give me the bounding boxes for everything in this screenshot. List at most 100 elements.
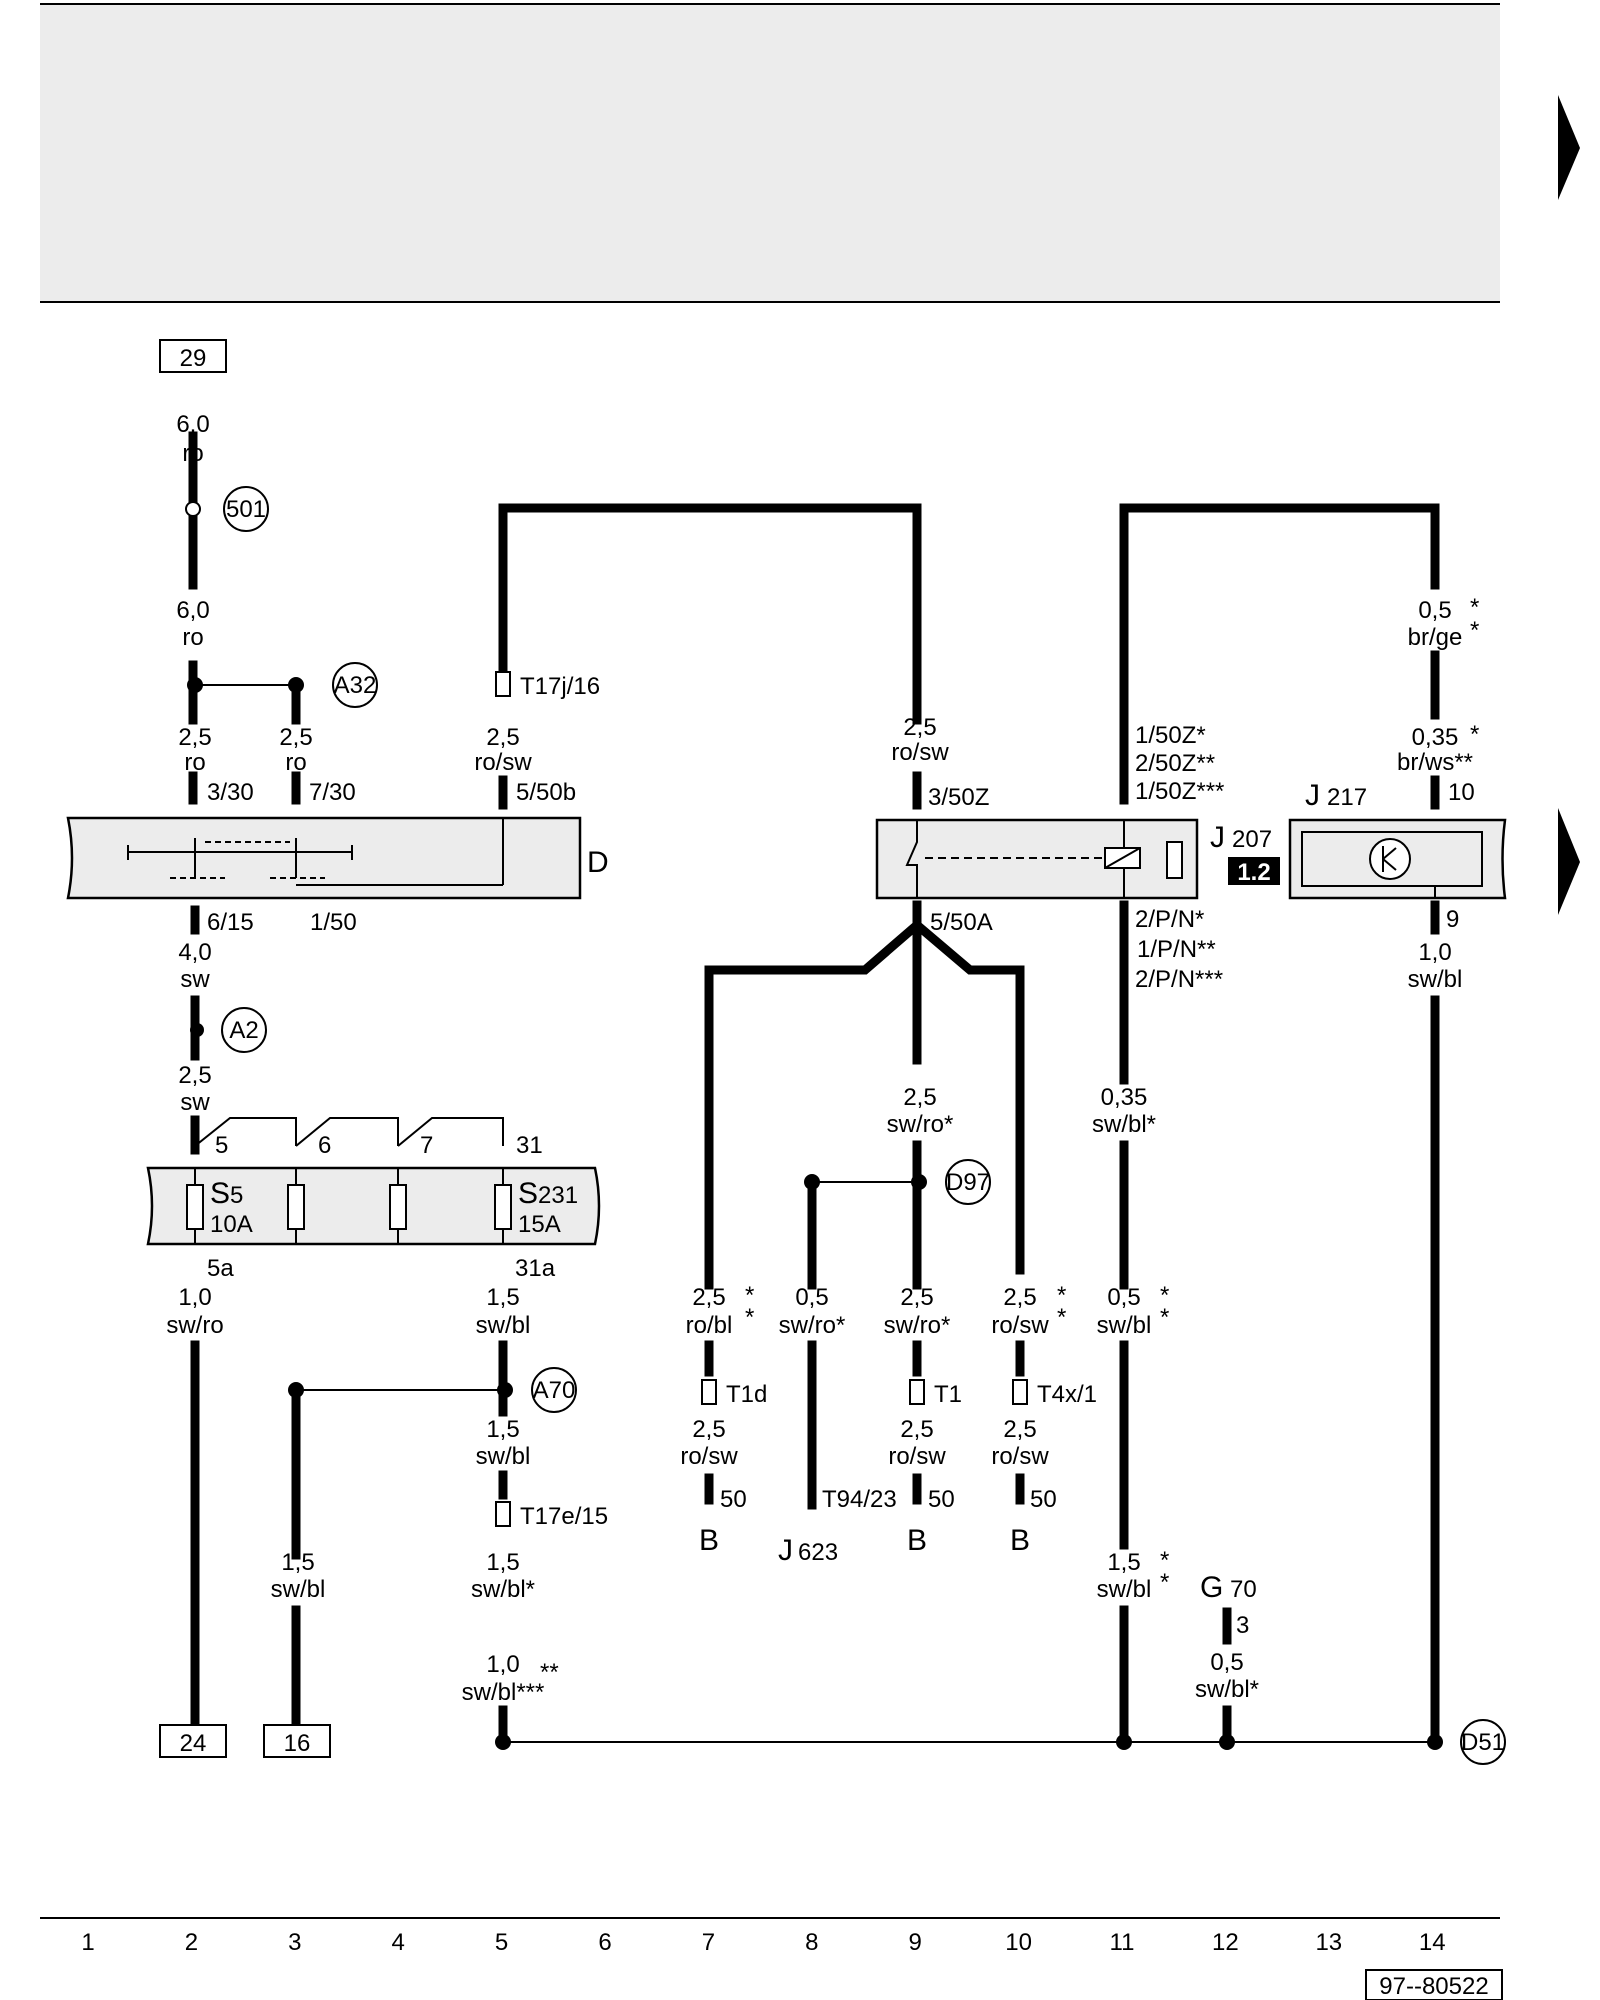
svg-text:1,5: 1,5 xyxy=(486,1549,519,1576)
svg-text:5: 5 xyxy=(230,1182,243,1209)
T17e-connector xyxy=(495,1501,511,1527)
svg-text:0,5: 0,5 xyxy=(1210,1649,1243,1676)
svg-text:7: 7 xyxy=(420,1132,433,1159)
svg-text:A70: A70 xyxy=(533,1377,576,1404)
svg-text:2,5: 2,5 xyxy=(900,1284,933,1311)
svg-text:T17e/15: T17e/15 xyxy=(520,1503,608,1530)
svg-text:D51: D51 xyxy=(1461,1729,1505,1756)
svg-text:50: 50 xyxy=(720,1486,747,1513)
column-number: 8 xyxy=(805,1929,818,1956)
column-number: 5 xyxy=(495,1929,508,1956)
column-number: 9 xyxy=(909,1929,922,1956)
svg-text:2/P/N***: 2/P/N*** xyxy=(1135,966,1223,993)
svg-text:1,5: 1,5 xyxy=(486,1416,519,1443)
column-number: 1 xyxy=(81,1929,94,1956)
svg-text:4,0: 4,0 xyxy=(178,939,211,966)
svg-text:ro: ro xyxy=(285,749,306,776)
column-number: 11 xyxy=(1110,1929,1135,1956)
svg-text:50: 50 xyxy=(1030,1486,1057,1513)
svg-text:7/30: 7/30 xyxy=(309,779,356,806)
connector-A2 xyxy=(221,1007,267,1053)
svg-text:T4x/1: T4x/1 xyxy=(1037,1381,1097,1408)
svg-text:sw/bl: sw/bl xyxy=(1097,1576,1152,1603)
svg-text:1,5: 1,5 xyxy=(486,1284,519,1311)
svg-text:sw/bl: sw/bl xyxy=(1408,966,1463,993)
fuse-holder xyxy=(146,1166,601,1246)
component-D-label: D xyxy=(587,846,609,879)
doc-id: 97--80522 xyxy=(1379,1973,1488,2000)
svg-text:sw/ro: sw/ro xyxy=(166,1312,223,1339)
svg-text:2,5: 2,5 xyxy=(903,714,936,741)
svg-text:6,0: 6,0 xyxy=(176,597,209,624)
svg-text:ro/sw: ro/sw xyxy=(474,749,532,776)
svg-text:**: ** xyxy=(540,1659,559,1686)
svg-text:9: 9 xyxy=(1446,906,1459,933)
terminal-29 xyxy=(159,339,227,373)
svg-text:*: * xyxy=(1057,1282,1066,1309)
svg-text:3/30: 3/30 xyxy=(207,779,254,806)
terminal-24 xyxy=(159,1724,227,1758)
svg-text:sw/bl: sw/bl xyxy=(271,1576,326,1603)
svg-text:sw/bl*: sw/bl* xyxy=(1195,1676,1259,1703)
svg-text:T94/23: T94/23 xyxy=(822,1486,897,1513)
connector-A32 xyxy=(332,662,378,708)
svg-text:0,5: 0,5 xyxy=(1418,597,1451,624)
svg-text:2/P/N*: 2/P/N* xyxy=(1135,906,1204,933)
svg-text:ro: ro xyxy=(182,440,203,467)
svg-text:B: B xyxy=(907,1524,927,1557)
column-number: 12 xyxy=(1212,1929,1239,1956)
svg-text:5: 5 xyxy=(215,1132,228,1159)
svg-text:*: * xyxy=(1470,594,1479,621)
svg-text:sw/bl*: sw/bl* xyxy=(1092,1111,1156,1138)
column-number: 7 xyxy=(702,1929,715,1956)
svg-text:*: * xyxy=(1160,1304,1169,1331)
svg-text:S: S xyxy=(518,1177,538,1210)
svg-text:sw: sw xyxy=(180,966,210,993)
svg-text:1/50Z*: 1/50Z* xyxy=(1135,722,1206,749)
svg-text:*: * xyxy=(1470,721,1479,748)
svg-text:br/ge: br/ge xyxy=(1408,624,1463,651)
svg-text:2,5: 2,5 xyxy=(178,724,211,751)
svg-text:70: 70 xyxy=(1230,1576,1257,1603)
svg-text:A2: A2 xyxy=(229,1017,258,1044)
svg-text:ro/sw: ro/sw xyxy=(888,1443,946,1470)
svg-text:T1d: T1d xyxy=(726,1381,767,1408)
svg-text:5a: 5a xyxy=(207,1255,234,1282)
page-ref-badge xyxy=(1228,857,1280,885)
svg-text:31: 31 xyxy=(516,1132,543,1159)
continue-arrow-icon xyxy=(1558,808,1580,915)
svg-text:2,5: 2,5 xyxy=(486,724,519,751)
svg-text:D97: D97 xyxy=(946,1169,990,1196)
fuse-S5 xyxy=(186,1184,204,1230)
T4x-connector xyxy=(1012,1379,1028,1405)
header-panel xyxy=(40,4,1500,302)
column-number: 10 xyxy=(1005,1929,1032,1956)
svg-text:5/50A: 5/50A xyxy=(930,909,993,936)
terminal-29-label: 29 xyxy=(180,345,207,372)
svg-text:J: J xyxy=(1305,779,1320,812)
svg-text:S: S xyxy=(210,1177,230,1210)
svg-text:15A: 15A xyxy=(518,1211,561,1238)
svg-text:B: B xyxy=(699,1524,719,1557)
svg-text:1.2: 1.2 xyxy=(1237,859,1270,886)
svg-text:24: 24 xyxy=(180,1730,207,1757)
svg-text:J: J xyxy=(778,1534,793,1567)
svg-text:G: G xyxy=(1200,1571,1223,1604)
svg-text:3: 3 xyxy=(1236,1612,1249,1639)
connector-501 xyxy=(223,486,269,532)
svg-text:ro/sw: ro/sw xyxy=(991,1312,1049,1339)
svg-text:T17j/16: T17j/16 xyxy=(520,673,600,700)
svg-text:A32: A32 xyxy=(334,672,377,699)
svg-text:1,5: 1,5 xyxy=(281,1549,314,1576)
svg-text:207: 207 xyxy=(1232,826,1272,853)
svg-text:1/50: 1/50 xyxy=(310,909,357,936)
svg-text:ro/sw: ro/sw xyxy=(891,739,949,766)
column-number: 6 xyxy=(598,1929,611,1956)
svg-text:0,35: 0,35 xyxy=(1101,1084,1148,1111)
svg-text:*: * xyxy=(745,1304,754,1331)
svg-text:*: * xyxy=(1160,1569,1169,1596)
svg-text:1,0: 1,0 xyxy=(1418,939,1451,966)
svg-text:2,5: 2,5 xyxy=(692,1416,725,1443)
svg-text:1,0: 1,0 xyxy=(178,1284,211,1311)
svg-text:1/P/N**: 1/P/N** xyxy=(1137,936,1216,963)
